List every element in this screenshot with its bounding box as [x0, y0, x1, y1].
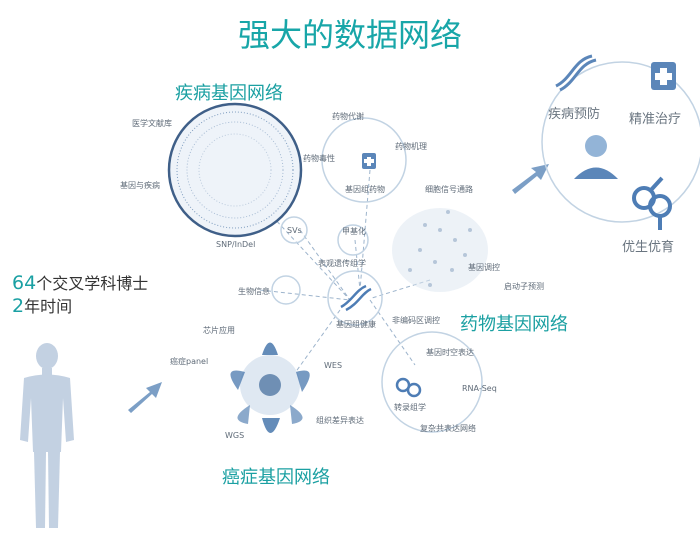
label-coexpr: 复杂共表达网络: [420, 424, 476, 433]
gene-drug-medical-kit-icon: [362, 153, 376, 169]
label-promoter-pred: 启动子预测: [504, 282, 544, 291]
left-line-1-number: 64: [12, 272, 37, 294]
cancer-network-title: 癌症基因网络: [222, 467, 330, 488]
genome-dna-icon: [340, 284, 372, 312]
label-gene-disease: 基因与疾病: [120, 181, 160, 190]
label-rna-seq: RNA-Seq: [462, 384, 497, 393]
cancer-network-cluster: [230, 342, 310, 433]
label-medical-db: 医学文献库: [132, 119, 172, 128]
arrow-icon: [128, 164, 549, 413]
label-transcriptome: 转录组学: [394, 403, 426, 412]
left-line-2-text: 年时间: [24, 297, 73, 316]
label-snp: SNP/InDel: [216, 240, 256, 249]
left-line-2-number: 2: [12, 295, 25, 317]
label-cell-signal: 细胞信号通路: [425, 185, 473, 194]
label-drug-toxic: 药物毒性: [303, 154, 335, 163]
label-svs: SVs: [287, 226, 302, 235]
label-epigenetics: 表观遗传组学: [318, 259, 366, 268]
label-drug-mech: 药物机理: [395, 142, 427, 151]
label-bio-info: 生物信息: [238, 287, 270, 296]
label-chip: 芯片应用: [203, 326, 235, 335]
label-gene-regulation: 基因调控: [468, 263, 500, 272]
medical-kit-icon: [651, 62, 676, 90]
label-methylation: 甲基化: [342, 227, 366, 236]
left-line-2: 2年时间: [12, 293, 72, 317]
label-wes: WES: [324, 361, 343, 370]
label-wgs: WGS: [225, 431, 245, 440]
outcome-prevention: 疾病预防: [548, 107, 601, 122]
left-line-1-text: 个交叉学科博士: [36, 274, 149, 293]
label-noncoding: 非编码区调控: [392, 316, 440, 325]
left-line-1: 64个交叉学科博士: [12, 270, 148, 294]
label-spatiotemporal: 基因时空表达: [426, 348, 474, 357]
drug-network-title: 药物基因网络: [460, 314, 568, 335]
doctor-icon: [574, 135, 618, 179]
outcome-eugenics: 优生优育: [622, 240, 675, 255]
main-title: 强大的数据网络: [237, 16, 462, 54]
label-cancer-panel: 癌症panel: [170, 357, 209, 366]
disease-network-sphere: [167, 102, 303, 238]
dna-icon: [555, 54, 597, 92]
transcriptome-gender-icon: [395, 377, 422, 398]
disease-network-title: 疾病基因网络: [175, 83, 283, 104]
label-gene-drug: 基因组药物: [345, 185, 385, 194]
label-drug-metab: 药物代谢: [332, 112, 364, 121]
drug-network-cloud: [392, 208, 488, 292]
outcome-precision: 精准治疗: [629, 112, 682, 127]
label-genome-health: 基因组健康: [336, 320, 376, 329]
human-figure-icon: [20, 343, 74, 528]
gender-icon: [632, 176, 672, 230]
label-tissue-expr: 组织差异表达: [316, 416, 364, 425]
